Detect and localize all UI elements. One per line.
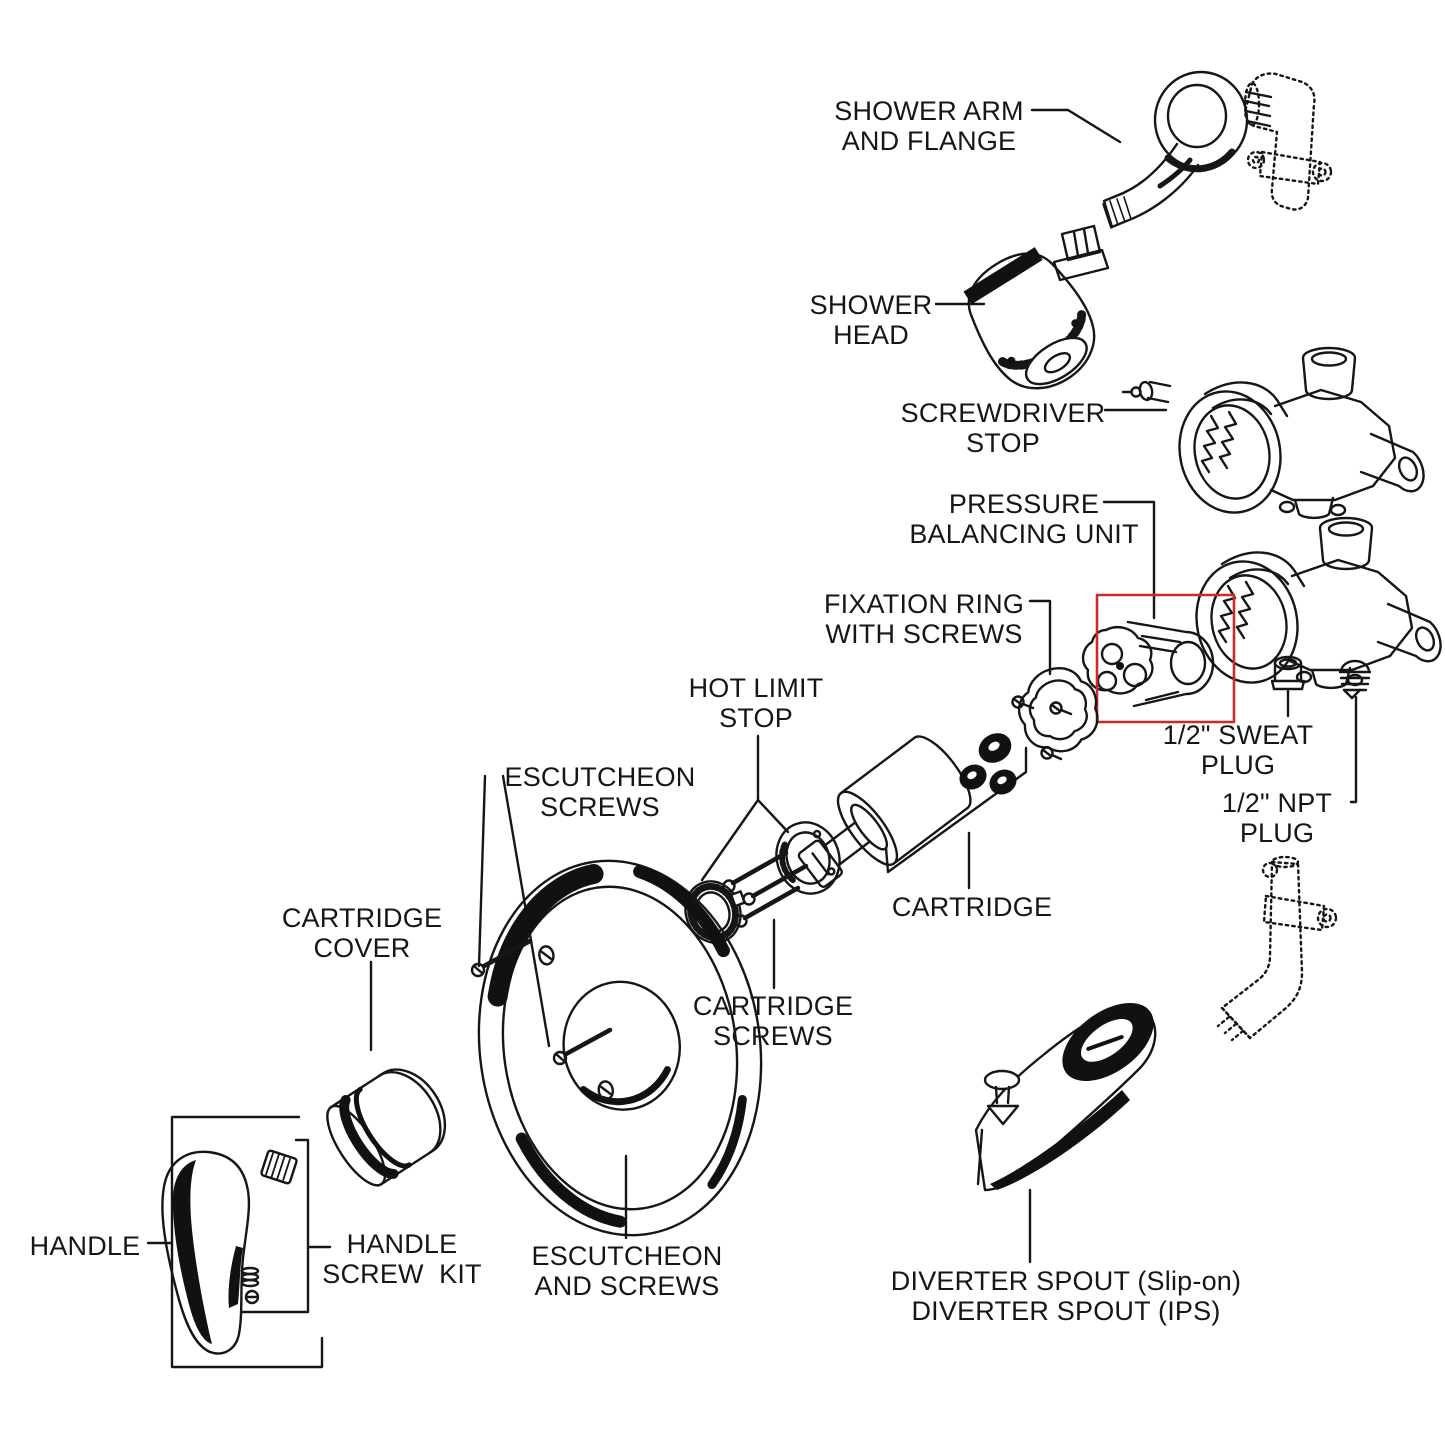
selected-part-highlight (1095, 593, 1236, 724)
handle-kit-box (170, 1115, 324, 1369)
label-pressure-balancing-unit: PRESSURE BALANCING UNIT (909, 489, 1139, 549)
label-cartridge: CARTRIDGE (891, 892, 1053, 922)
label-handle-screw-kit: HANDLE SCREW KIT (322, 1229, 482, 1289)
handle-index-button (260, 1149, 298, 1185)
label-handle: HANDLE (29, 1231, 141, 1261)
label-diverter-spout: DIVERTER SPOUT (Slip-on) DIVERTER SPOUT … (890, 1266, 1242, 1326)
cartridge-screws-illustration (722, 850, 809, 928)
escutcheon-screw-parts (470, 938, 613, 1066)
pressure-balancing-unit-illustration (1081, 620, 1215, 708)
label-screwdriver-stop: SCREWDRIVER STOP (900, 398, 1106, 458)
wall-supply-elbow-bottom-illustration (1216, 855, 1338, 1042)
shower-arm-flange-illustration (1102, 70, 1273, 229)
label-shower-arm-and-flange: SHOWER ARM AND FLANGE (834, 96, 1024, 156)
cartridge-illustration (797, 735, 972, 888)
handle-kit-illustration (161, 1115, 324, 1369)
label-fixation-ring-with-screws: FIXATION RING WITH SCREWS (823, 589, 1025, 649)
handle-screw-kit-bracket (239, 1138, 310, 1314)
label-shower-head: SHOWER HEAD (809, 290, 933, 350)
label-cartridge-screws: CARTRIDGE SCREWS (692, 991, 854, 1051)
sweat-plug-illustration (1270, 655, 1306, 691)
label-hot-limit-stop: HOT LIMIT STOP (688, 673, 824, 733)
label-escutcheon-and-screws: ESCUTCHEON AND SCREWS (531, 1241, 723, 1301)
wall-supply-elbow-top-illustration (1243, 72, 1333, 211)
valve-body-illustration (1184, 516, 1442, 694)
cartridge-cover-illustration (326, 1068, 447, 1187)
diverter-knob (983, 1069, 1021, 1126)
handle-screw-spring (240, 1266, 260, 1288)
screwdriver-stop-stem (1121, 380, 1172, 404)
handle-illustration (161, 1150, 251, 1355)
label-cartridge-cover: CARTRIDGE COVER (281, 903, 443, 963)
label-sweat-plug: 1/2" SWEAT PLUG (1162, 720, 1314, 780)
leader-lines (146, 108, 1358, 1264)
cartridge-orings (959, 733, 1017, 795)
fixation-screws (1011, 695, 1073, 761)
escutcheon-illustration (470, 859, 763, 1237)
label-npt-plug: 1/2" NPT PLUG (1221, 788, 1333, 848)
shower-head-illustration (963, 224, 1110, 390)
diverter-spout-illustration (974, 1002, 1157, 1192)
npt-plug-illustration (1338, 659, 1372, 700)
fixation-ring-illustration (1011, 667, 1099, 761)
label-escutcheon-screws: ESCUTCHEON SCREWS (504, 762, 696, 822)
handle-screw (244, 1289, 260, 1305)
screwdriver-stop-valve-illustration (1121, 346, 1425, 524)
